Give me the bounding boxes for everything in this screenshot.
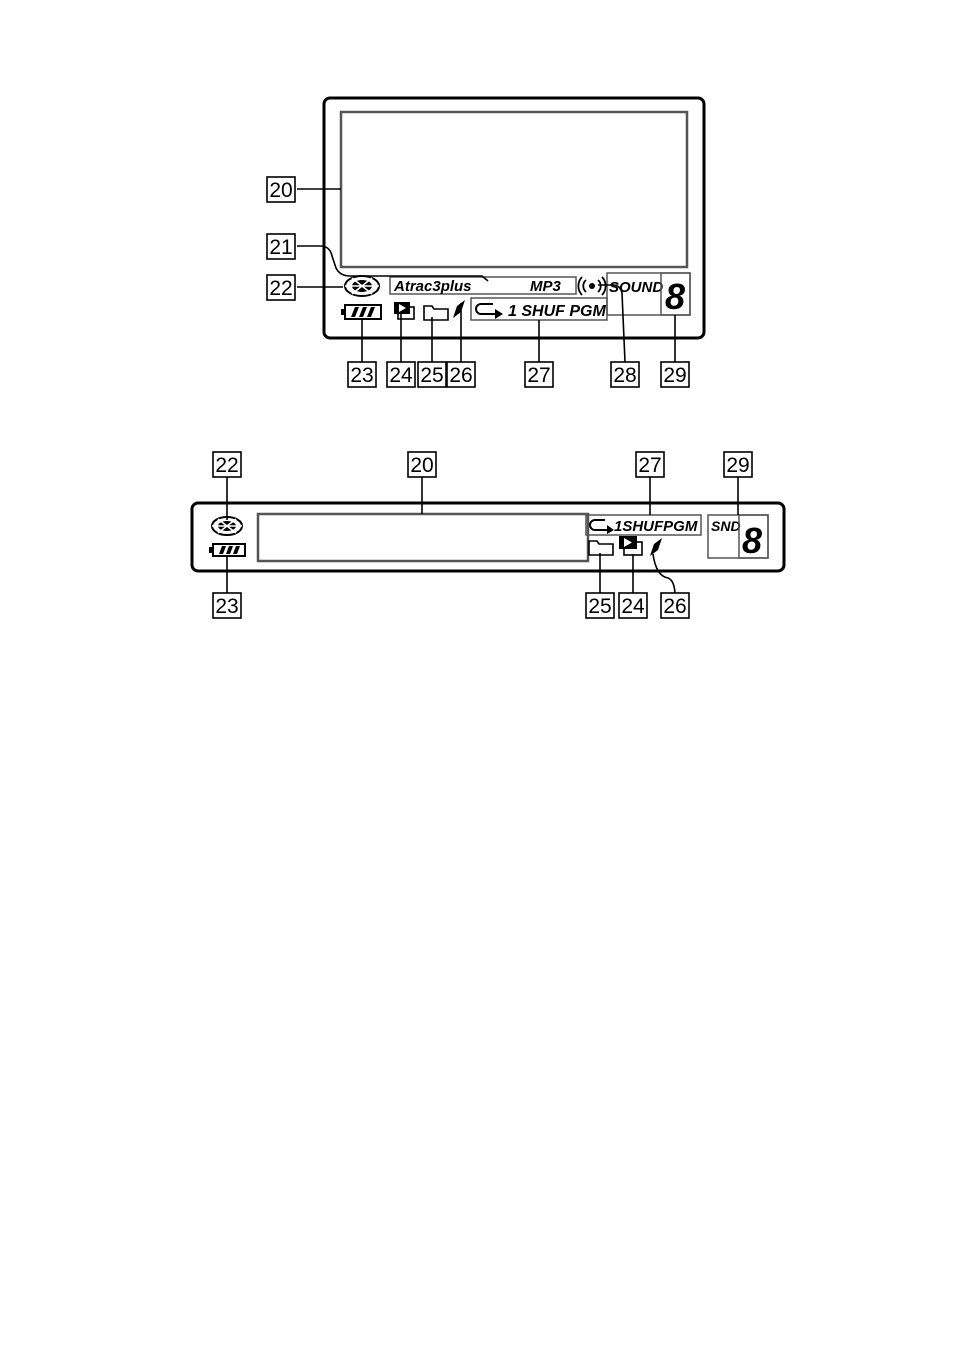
callout-26-bottom: 26	[661, 593, 689, 618]
svg-text:25: 25	[588, 595, 611, 618]
svg-text:29: 29	[726, 454, 749, 477]
callout-20-bottom: 20	[408, 452, 436, 477]
callout-21: 21	[267, 234, 295, 259]
callout-29-bottom: 29	[724, 452, 752, 477]
svg-text:28: 28	[613, 364, 636, 387]
top-leader-lines	[297, 189, 675, 362]
svg-text:20: 20	[410, 454, 433, 477]
bookmark-icon	[453, 300, 465, 318]
repeat-icon	[590, 520, 614, 534]
svg-text:22: 22	[269, 277, 292, 300]
play-mode-text: 1 SHUF PGM	[508, 303, 606, 320]
callout-23-bottom: 23	[213, 593, 241, 618]
sound-digit: 8	[742, 520, 762, 561]
svg-text:20: 20	[269, 179, 292, 202]
svg-text:22: 22	[215, 454, 238, 477]
callout-25: 25	[418, 362, 446, 387]
codec-atrac-text: Atrac3plus	[393, 278, 472, 295]
callout-26: 26	[447, 362, 475, 387]
callout-22-bottom: 22	[213, 452, 241, 477]
repeat-icon	[476, 304, 503, 319]
sound-wave-icon	[578, 277, 605, 295]
play-mode-text: 1SHUFPGM	[614, 518, 698, 535]
svg-text:24: 24	[621, 595, 645, 618]
battery-icon	[209, 544, 245, 556]
svg-text:25: 25	[420, 364, 443, 387]
top-text-area	[341, 112, 687, 267]
svg-text:21: 21	[269, 236, 292, 259]
codec-mp3-text: MP3	[530, 278, 562, 295]
svg-text:24: 24	[389, 364, 413, 387]
callout-24-bottom: 24	[619, 593, 647, 618]
svg-text:27: 27	[638, 454, 661, 477]
callout-20: 20	[267, 177, 295, 202]
folder-icon	[589, 541, 613, 555]
sound-digit: 8	[665, 276, 685, 317]
bottom-display: 1SHUFPGM SND 8	[192, 503, 784, 571]
battery-icon	[341, 305, 381, 319]
disc-icon	[345, 276, 379, 296]
svg-text:27: 27	[527, 364, 550, 387]
callout-27-bottom: 27	[636, 452, 664, 477]
callout-25-bottom: 25	[586, 593, 614, 618]
callout-28: 28	[611, 362, 639, 387]
bookmark-icon	[650, 538, 662, 556]
group-play-icon	[394, 302, 414, 319]
callout-24: 24	[387, 362, 415, 387]
svg-text:26: 26	[663, 595, 686, 618]
sound-label: SOUND	[609, 279, 663, 296]
callout-22: 22	[267, 275, 295, 300]
callout-23: 23	[348, 362, 376, 387]
callout-27: 27	[525, 362, 553, 387]
svg-text:29: 29	[663, 364, 686, 387]
callout-29: 29	[661, 362, 689, 387]
svg-text:26: 26	[449, 364, 472, 387]
svg-text:23: 23	[350, 364, 373, 387]
top-display: Atrac3plus MP3 SOUND 8	[324, 98, 704, 338]
folder-icon	[424, 306, 448, 320]
group-play-icon	[619, 536, 642, 555]
bottom-text-area	[258, 514, 588, 561]
svg-text:23: 23	[215, 595, 238, 618]
sound-label: SND	[711, 518, 741, 534]
